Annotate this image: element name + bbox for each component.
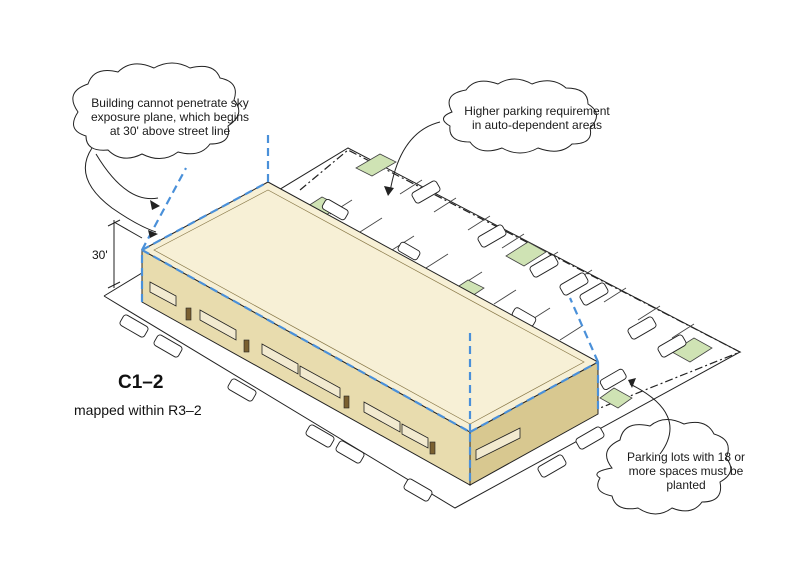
callout-planting-line-3: planted [618,478,754,492]
callout-planting: Parking lots with 18 or more spaces must… [618,450,754,492]
dimension-label: 30' [92,248,108,262]
callout-sky-plane-line-1: Building cannot penetrate sky [80,96,260,110]
callout-parking-req: Higher parking requirement in auto-depen… [454,104,620,132]
district-name: C1–2 [118,372,163,394]
height-dimension [108,220,142,288]
callout-planting-line-1: Parking lots with 18 or [618,450,754,464]
callout-sky-plane-line-2: exposure plane, which begins [80,110,260,124]
callout-parking-req-line-2: in auto-dependent areas [454,118,620,132]
district-mapped-label: mapped within R3–2 [74,402,202,418]
building [142,182,598,485]
callout-parking-req-line-1: Higher parking requirement [454,104,620,118]
callout-sky-plane: Building cannot penetrate sky exposure p… [80,96,260,138]
callout-sky-plane-line-3: at 30' above street line [80,124,260,138]
callout-planting-line-2: more spaces must be [618,464,754,478]
